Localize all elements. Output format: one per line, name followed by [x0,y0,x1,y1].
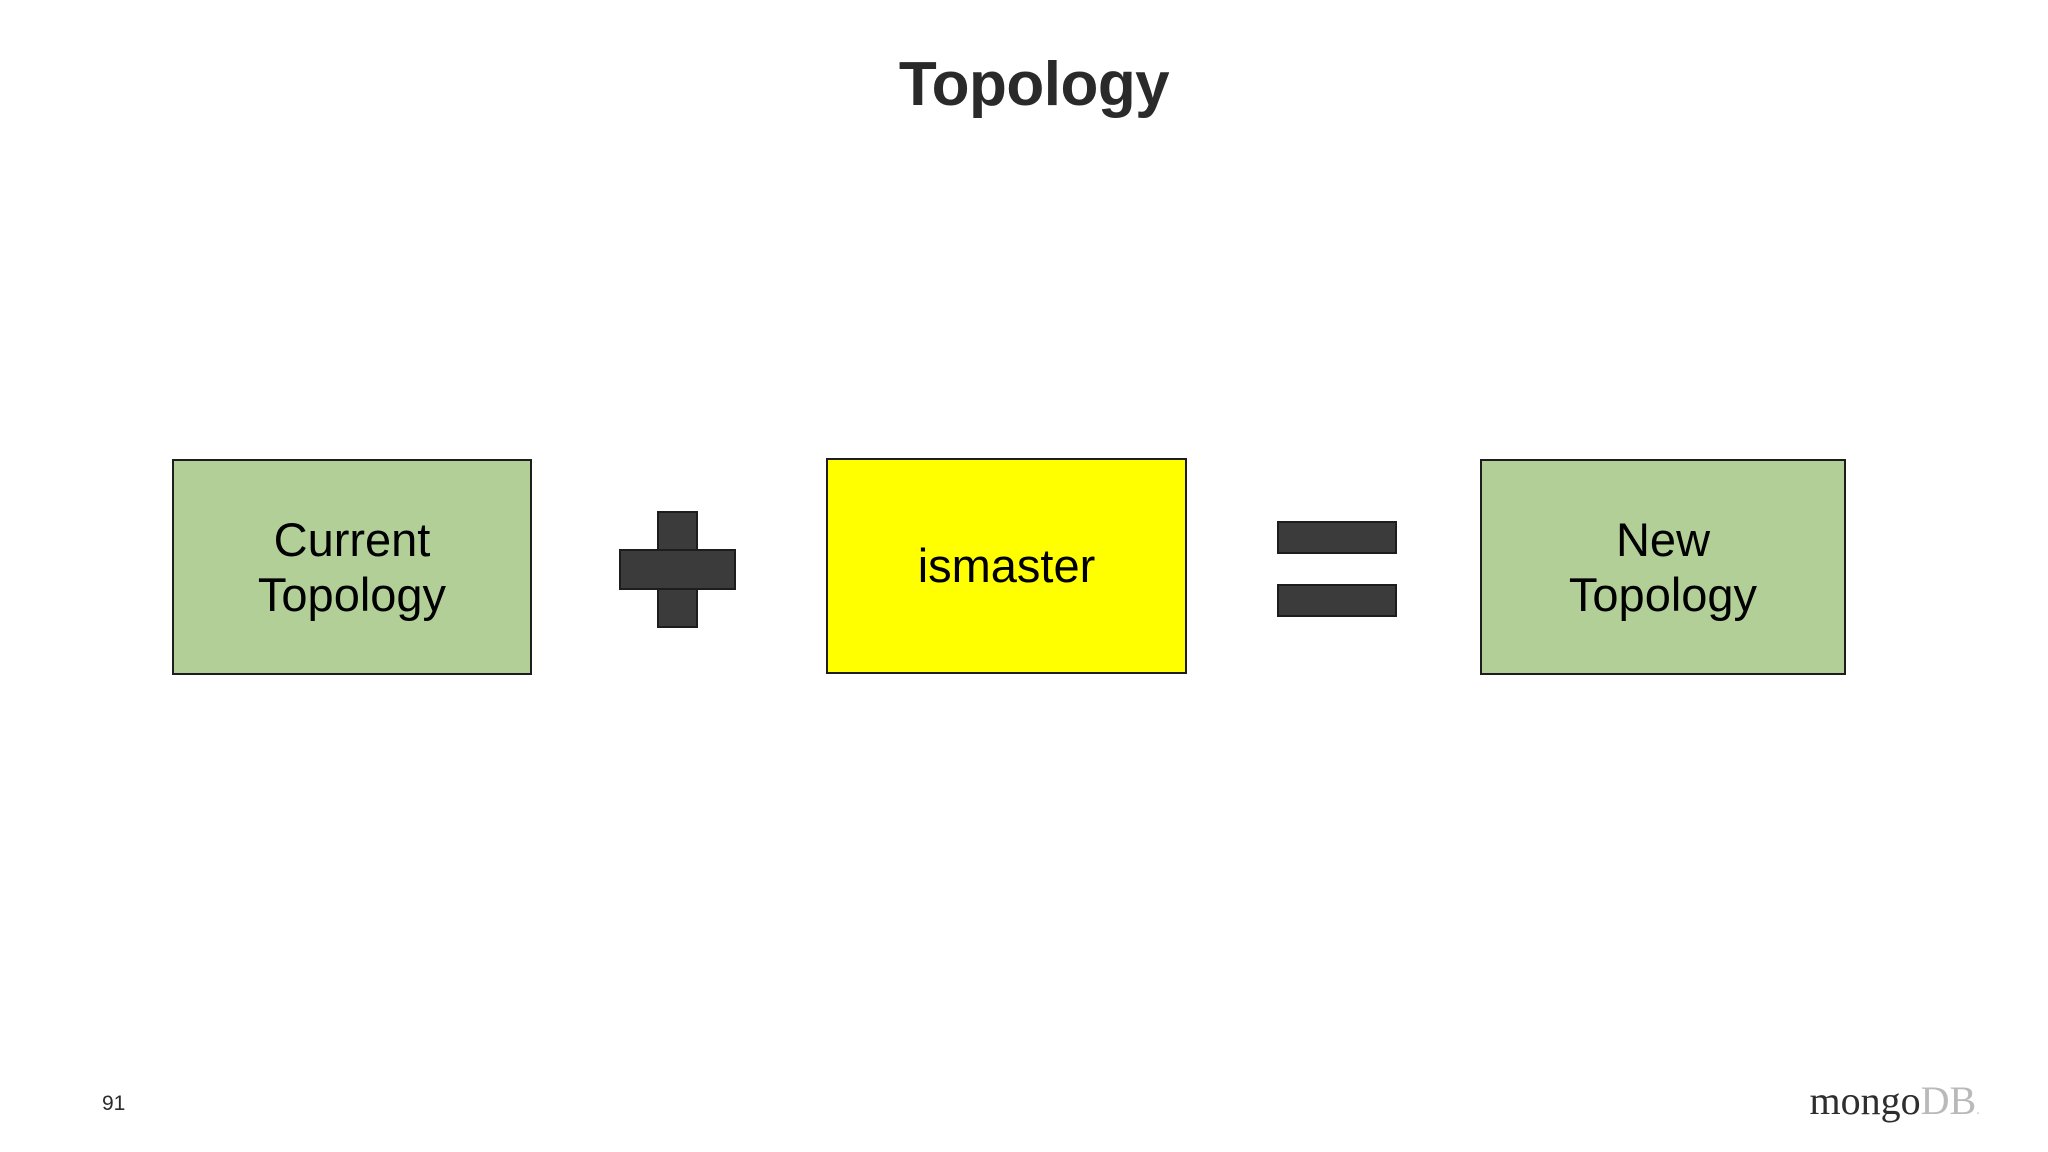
concept-box-label: New Topology [1568,512,1758,621]
plus-icon-center [659,551,696,588]
equals-icon-bottom-bar [1277,584,1397,617]
page-title-text: Topology [898,50,1170,119]
logo-trademark-mark: . [1976,1102,1980,1118]
equals-icon [1277,521,1397,617]
equals-icon-top-bar [1277,521,1397,554]
concept-box-label: ismaster [917,539,1096,593]
concept-box-new-topology: New Topology [1480,459,1846,675]
concept-box-label: Current Topology [257,512,447,621]
mongodb-logo: mongoDB. [1810,1081,1980,1121]
page-title: Topology [0,52,2048,117]
logo-db-text: DB [1920,1078,1977,1123]
concept-box-ismaster: ismaster [826,458,1187,674]
page-number: 91 [102,1092,126,1115]
logo-mongo-text: mongo [1809,1078,1921,1123]
concept-box-current-topology: Current Topology [172,459,532,675]
plus-icon [619,511,736,628]
topology-equation-diagram: Current Topology ismaster New Topology [0,455,2048,680]
